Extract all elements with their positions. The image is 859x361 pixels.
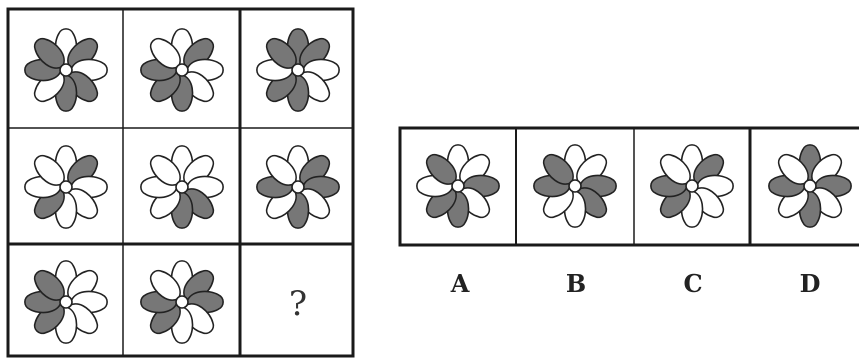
grid-flower-r3-c1 (25, 261, 107, 343)
grid-flower-r2-c2 (141, 146, 223, 228)
flower-center (176, 181, 188, 193)
flower-center (60, 64, 72, 76)
flower-center (686, 180, 698, 192)
flower-center (292, 64, 304, 76)
option-flower-b (534, 145, 616, 227)
option-label-c[interactable]: C (683, 269, 702, 298)
flower-center (176, 64, 188, 76)
grid-flower-r2-c3 (257, 146, 339, 228)
flower-center (176, 296, 188, 308)
option-flower-d (769, 145, 851, 227)
question-grid: ? (8, 9, 353, 356)
option-flower-a (417, 145, 499, 227)
option-flower-c (651, 145, 733, 227)
flower-center (292, 181, 304, 193)
grid-flower-r1-c2 (141, 29, 223, 111)
flower-center (60, 296, 72, 308)
grid-flower-r1-c1 (25, 29, 107, 111)
flower-center (804, 180, 816, 192)
option-label-d[interactable]: D (800, 269, 821, 298)
grid-flower-r1-c3 (257, 29, 339, 111)
flower-center (60, 181, 72, 193)
option-label-b[interactable]: B (566, 269, 586, 298)
grid-flower-r2-c1 (25, 146, 107, 228)
flower-center (569, 180, 581, 192)
flower-center (452, 180, 464, 192)
grid-flower-r3-c2 (141, 261, 223, 343)
answer-options: A B C D (400, 128, 859, 298)
missing-figure-question-mark: ? (289, 284, 307, 324)
option-label-a[interactable]: A (450, 269, 470, 298)
